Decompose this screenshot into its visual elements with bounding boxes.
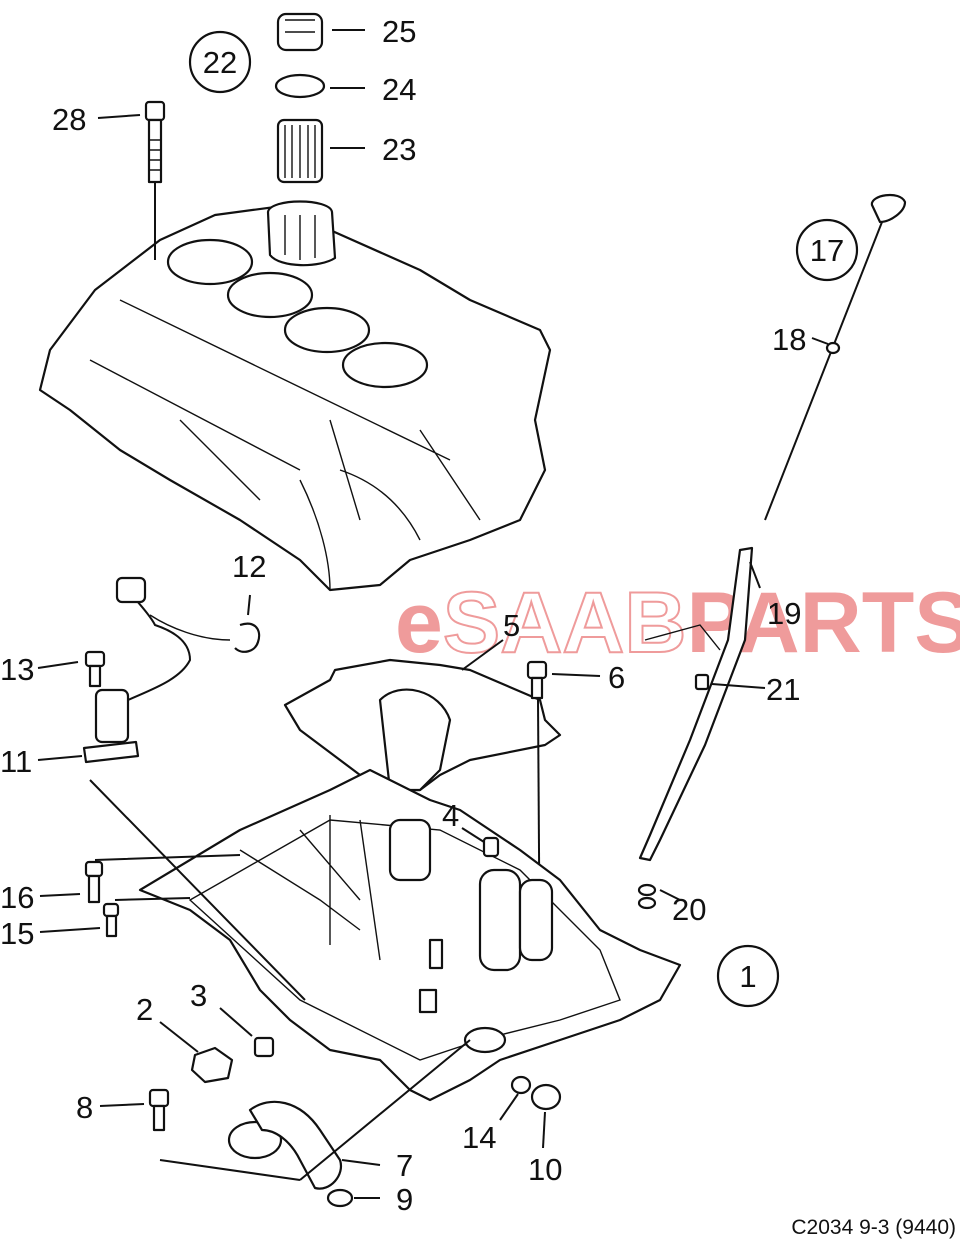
pan-plug — [530, 1083, 562, 1111]
part-label-7: 7 — [396, 1148, 413, 1183]
dipstick-tube — [637, 546, 754, 910]
part-label-19: 19 — [767, 596, 801, 631]
callout-circle-22 — [188, 30, 252, 94]
part-label-20: 20 — [672, 892, 706, 927]
oil-filter-cap — [276, 12, 324, 52]
part-label-1: 1 — [739, 959, 756, 994]
leader-lines — [37, 29, 829, 1199]
drain-plug — [190, 1046, 234, 1084]
pickup-o-ring — [326, 1188, 354, 1208]
oil-pickup-pipe — [227, 1100, 343, 1190]
callout-circle-1 — [716, 944, 780, 1008]
locating-pin — [482, 836, 500, 858]
part-label-18: 18 — [772, 322, 806, 357]
part-label-14: 14 — [462, 1120, 496, 1155]
pan-bolt-short — [102, 902, 120, 938]
pickup-bolt — [148, 1088, 170, 1132]
part-label-13: 13 — [0, 652, 34, 687]
part-label-11: 11 — [0, 744, 32, 779]
diagram-caption: C2034 9-3 (9440) — [791, 1216, 956, 1239]
oil-pan — [138, 768, 682, 1102]
oil-level-sensor — [82, 576, 231, 764]
callout-circle-17 — [795, 218, 859, 282]
part-label-12: 12 — [232, 549, 266, 584]
watermark-brand: SAAB — [443, 575, 687, 671]
watermark-prefix: e — [395, 575, 443, 671]
pan-bolt-long — [84, 860, 104, 904]
part-labels: 25 22 24 23 28 17 18 12 19 5 13 6 21 11 … — [0, 14, 844, 1217]
part-label-23: 23 — [382, 132, 416, 167]
part-label-8: 8 — [76, 1090, 93, 1125]
oil-filter-housing — [266, 200, 337, 267]
block-bolt — [144, 100, 166, 260]
part-label-21: 21 — [766, 672, 800, 707]
oil-baffle-plate — [283, 658, 562, 792]
part-label-9: 9 — [396, 1182, 413, 1217]
oil-filter-o-ring — [274, 73, 326, 99]
part-label-6: 6 — [608, 660, 625, 695]
cable-clip — [234, 622, 261, 653]
part-label-10: 10 — [528, 1152, 562, 1187]
part-label-2: 2 — [136, 992, 153, 1027]
part-label-24: 24 — [382, 72, 416, 107]
part-label-3: 3 — [190, 978, 207, 1013]
part-label-4: 4 — [442, 798, 459, 833]
drain-plug-insert — [253, 1036, 275, 1058]
part-label-22: 22 — [203, 45, 237, 80]
part-label-28: 28 — [52, 102, 86, 137]
dipstick — [764, 193, 907, 521]
part-label-17: 17 — [810, 233, 844, 268]
oil-filter-element — [276, 118, 324, 184]
part-label-25: 25 — [382, 14, 416, 49]
part-label-16: 16 — [0, 880, 34, 915]
sensor-bolt — [84, 650, 106, 688]
part-label-5: 5 — [503, 608, 520, 643]
plug-seal-ring — [510, 1075, 532, 1095]
part-label-15: 15 — [0, 916, 34, 951]
